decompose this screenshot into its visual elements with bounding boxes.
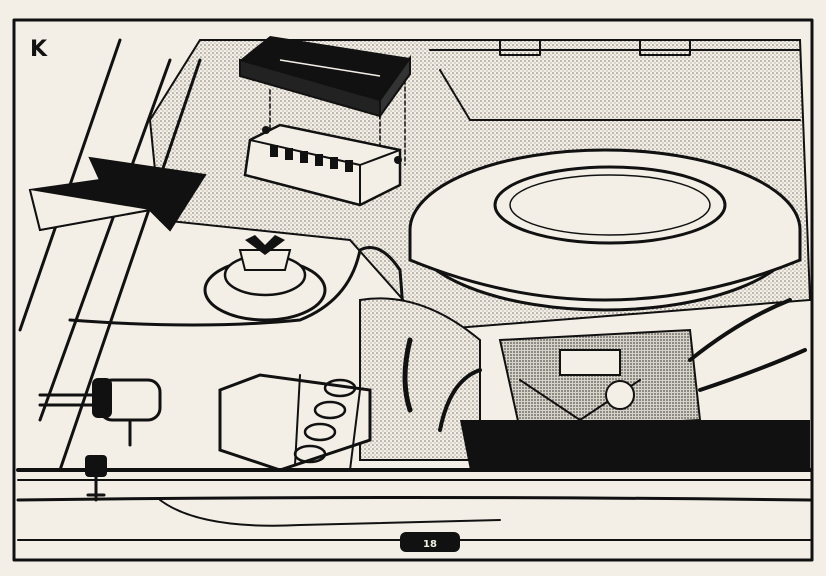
radiator-support <box>16 420 812 541</box>
bulkhead-ridge <box>429 49 801 121</box>
air-cleaner <box>408 148 802 312</box>
strut-tower <box>203 235 327 322</box>
fuse-box-icon <box>243 123 402 207</box>
ignition-coil <box>38 378 162 447</box>
carburetor <box>498 328 702 432</box>
reservoir <box>218 373 372 472</box>
engine-block-shadow <box>359 297 481 461</box>
fuse-row <box>270 145 353 172</box>
frame-border <box>12 18 814 562</box>
arrow-icon <box>28 156 207 232</box>
plate-text: 18 <box>423 539 437 550</box>
hood-latch <box>85 455 107 502</box>
front-plate: 18 <box>400 532 460 552</box>
bulkhead-notches <box>499 39 691 56</box>
cover-guide-lines <box>269 79 406 166</box>
hoses <box>438 298 807 432</box>
hose-left <box>402 337 413 413</box>
inner-fender <box>68 246 412 402</box>
corner-label: K <box>30 37 48 62</box>
corner-label-text: K <box>30 37 48 62</box>
